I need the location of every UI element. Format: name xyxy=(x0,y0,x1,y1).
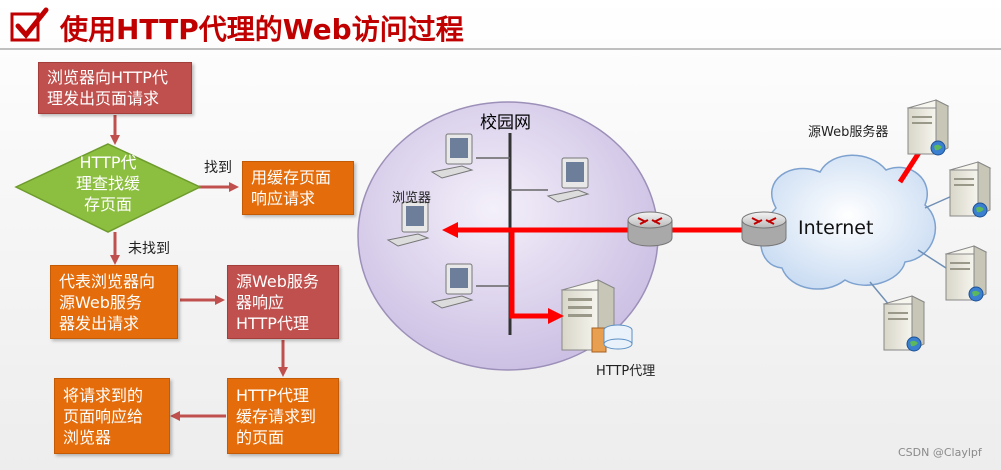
decision-label: HTTP代 理查找缓 存页面 xyxy=(75,153,140,214)
flow-step-cache-page: HTTP代理缓存请求到的页面 xyxy=(227,378,339,454)
red-request-path xyxy=(509,227,650,324)
pc-icon xyxy=(546,157,590,203)
flow-step-cache-hit: 用缓存页面响应请求 xyxy=(242,161,354,215)
internet-label: Internet xyxy=(798,217,874,239)
proxy-label: HTTP代理 xyxy=(596,364,656,379)
flow-step-forward-request: 代表浏览器向源Web服务器发出请求 xyxy=(50,265,178,339)
web-server-icon xyxy=(882,295,926,352)
pc-icon xyxy=(386,201,430,247)
browser-label: 浏览器 xyxy=(392,191,432,206)
found-label: 找到 xyxy=(204,160,232,176)
web-server-icon xyxy=(948,161,992,218)
not-found-label: 未找到 xyxy=(128,241,170,257)
title-bar: 使用HTTP代理的Web访问过程 xyxy=(0,0,1001,54)
web-server-icon xyxy=(944,245,988,302)
router-icon xyxy=(627,211,673,247)
watermark: CSDN @Claylpf xyxy=(898,446,982,459)
internet-cloud xyxy=(760,154,936,290)
flow-step-request: 浏览器向HTTP代理发出页面请求 xyxy=(38,62,192,114)
page-title: 使用HTTP代理的Web访问过程 xyxy=(60,13,464,46)
title-divider xyxy=(0,48,1001,50)
flow-step-reply-browser: 将请求到的页面响应给浏览器 xyxy=(54,378,170,454)
checkbox-icon xyxy=(10,7,49,42)
proxy-server-icon xyxy=(560,279,633,353)
flow-connectors xyxy=(110,115,288,421)
pc-icon xyxy=(430,133,474,179)
router-icon xyxy=(741,211,787,247)
origin-server-icon xyxy=(906,99,950,156)
campus-network-label: 校园网 xyxy=(480,113,531,133)
decision-diamond xyxy=(14,143,202,233)
pc-icon xyxy=(430,263,474,309)
origin-server-label: 源Web服务器 xyxy=(808,125,889,140)
